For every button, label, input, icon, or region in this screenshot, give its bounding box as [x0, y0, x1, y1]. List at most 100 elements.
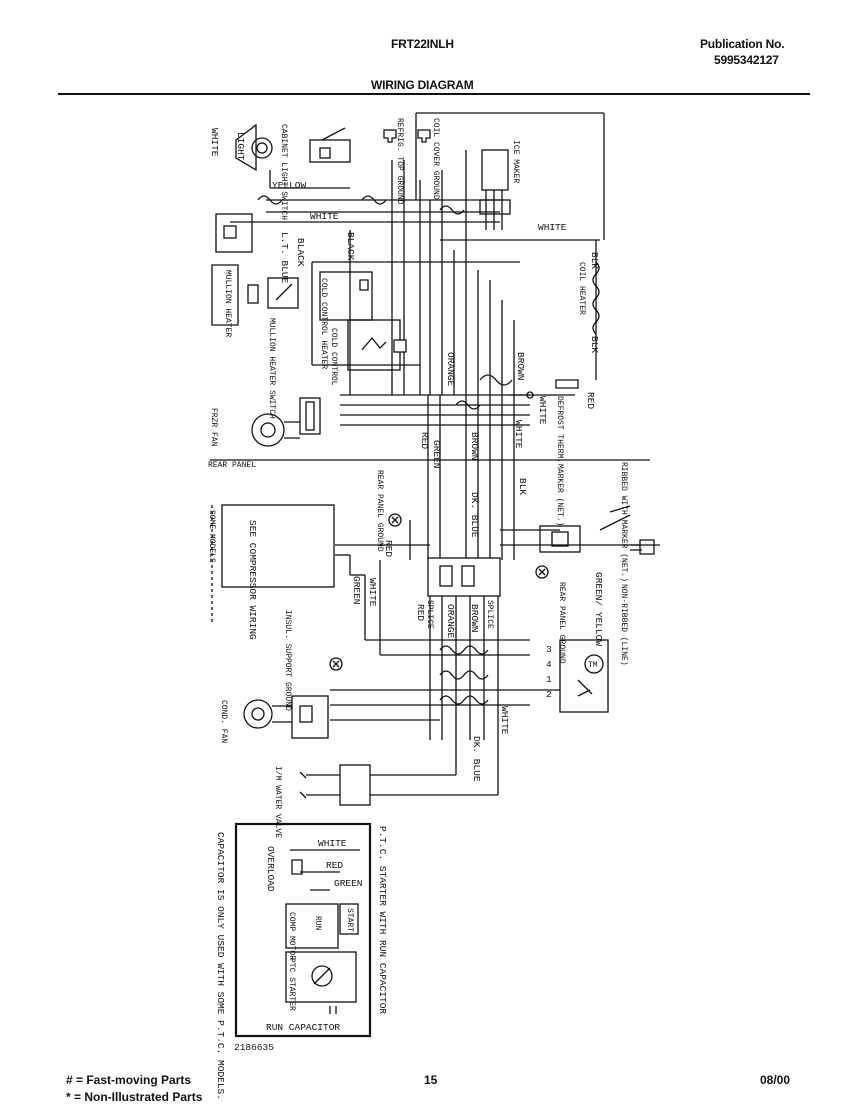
water-valve: I/M WATER VALVE — [273, 764, 371, 838]
coil-heater: BLK COIL HEATER BLK — [577, 252, 600, 353]
wire-label-orange-block: ORANGE — [445, 604, 456, 639]
light-label: LIGHT — [235, 132, 246, 161]
wire-label-blk-top: BLK — [589, 252, 600, 269]
mullion-heater-switch: MULLION HEATER SWITCH L.T. BLUE BLACK BL… — [247, 232, 356, 419]
mullion-heater-switch-label: MULLION HEATER SWITCH — [267, 318, 276, 419]
rear-panel-ground-top: REAR PANEL GROUND — [375, 470, 402, 552]
page-title: WIRING DIAGRAM — [371, 78, 474, 92]
wire-label-white-defrost: WHITE — [537, 396, 548, 425]
non-ribbed-label: NON-RIBBED (LINE) — [619, 584, 628, 666]
cabinet-light-switch: CABINET LIGHT SWITCH — [279, 124, 351, 220]
terminal-block: SPLICE SPLICE RED ORANGE BROWN — [415, 557, 501, 639]
ptc-starter-label: PTC STARTER — [287, 958, 296, 1011]
publication-number: 5995342127 — [714, 53, 779, 67]
condenser-fan: COND. FAN — [219, 695, 329, 743]
refrig-top-ground: REFRIG. TOP GROUND — [383, 118, 404, 205]
wire-label-brown-mid: BROWN — [469, 432, 480, 461]
coil-cover-ground-label: COIL COVER GROUND — [431, 118, 440, 200]
ptc-box-note: CAPACITOR IS ONLY USED WITH SOME P.T.C. … — [215, 832, 226, 1100]
marker-net-label: MARKER (NET.) — [555, 464, 564, 526]
legend-fast-moving: # = Fast-moving Parts — [66, 1073, 192, 1087]
wire-label-red-defrost: RED — [585, 392, 596, 409]
light-fixture: WHITE LIGHT — [209, 123, 273, 172]
wire-label-red-block: RED — [415, 604, 426, 621]
mullion-heater: MULLION HEATER — [211, 213, 253, 337]
wire-label-yellow: YELLOW — [272, 180, 307, 191]
freezer-fan: FRZR FAN — [209, 397, 321, 447]
wire-label-white-lower: WHITE — [499, 706, 510, 735]
model-number: FRT22INLH — [391, 37, 454, 51]
cond-fan-label: COND. FAN — [219, 700, 228, 743]
publication-label: Publication No. — [700, 37, 785, 51]
rear-panel-ground-right: REAR PANEL GROUND — [535, 565, 566, 664]
wire-label-lt-blue: L.T. BLUE — [279, 232, 290, 284]
cold-control: COLD CONTROL HEATER COLD CONTROL — [319, 271, 407, 386]
page-number: 15 — [424, 1073, 438, 1087]
wire-label-brown-top: BROWN — [515, 352, 526, 381]
terminal-1: 1 — [546, 674, 552, 685]
wire-label-brown-block: BROWN — [469, 604, 480, 633]
terminal-4: 4 — [546, 659, 552, 670]
defrost-therm-label: DEFROST THERM. — [555, 396, 564, 463]
overload-label: OVERLOAD — [265, 846, 276, 892]
wire-label-dk-blue-mid: DK. BLUE — [469, 492, 480, 538]
cold-control-heater-label: COLD CONTROL HEATER — [319, 278, 328, 369]
ice-maker-label: ICE MAKER — [511, 140, 520, 183]
harness-clips — [257, 195, 513, 705]
coil-heater-label: COIL HEATER — [577, 262, 586, 315]
tm-label: TM — [588, 661, 598, 670]
power-cord-connector: MARKER (NET.) RIBBED WITH MARKER (NET.) … — [539, 462, 655, 666]
rear-panel-ground-label-top: REAR PANEL GROUND — [375, 470, 384, 552]
splice-label-left: SPLICE — [425, 600, 434, 629]
ptc-box-title: P.T.C. STARTER WITH RUN CAPACITOR — [377, 826, 388, 1014]
ptc-white-label: WHITE — [318, 838, 347, 849]
cold-control-label: COLD CONTROL — [329, 328, 338, 386]
insul-support-ground: INSUL. SUPPORT GROUND — [283, 610, 343, 711]
revision-date: 08/00 — [760, 1073, 791, 1087]
compressor-wiring-box: SEE COMPRESSOR WIRING SOME MODELS — [207, 504, 335, 640]
wire-label-black: BLACK — [295, 238, 306, 267]
run-label: RUN — [313, 916, 322, 931]
wire-label-dk-blue-lower: DK. BLUE — [471, 736, 482, 782]
insul-support-ground-label: INSUL. SUPPORT GROUND — [283, 610, 292, 711]
run-capacitor-label: RUN CAPACITOR — [266, 1022, 340, 1033]
defrost-timer: TM 3 4 1 2 — [546, 639, 609, 713]
wire-label-white-mid: WHITE — [513, 420, 524, 449]
wire-label-white-right: WHITE — [538, 222, 567, 233]
terminal-2: 2 — [546, 689, 552, 700]
ice-maker-connector: ICE MAKER — [479, 140, 520, 230]
wire-label-blk-bottom: BLK — [589, 336, 600, 353]
wire-label-white-top: WHITE — [310, 211, 339, 222]
ptc-starter-box: P.T.C. STARTER WITH RUN CAPACITOR CAPACI… — [215, 822, 388, 1100]
refrig-top-ground-label: REFRIG. TOP GROUND — [395, 118, 404, 205]
wire-label-red-mid: RED — [419, 432, 430, 449]
ptc-red-label: RED — [326, 860, 343, 871]
wire-label-green-yellow: GREEN/ YELLOW — [593, 572, 604, 646]
see-compressor-wiring-label: SEE COMPRESSOR WIRING — [247, 520, 258, 640]
wire-label-green-mid: GREEN — [431, 440, 442, 469]
cabinet-light-switch-label: CABINET LIGHT SWITCH — [279, 124, 288, 220]
rear-panel-ground-label-right: REAR PANEL GROUND — [557, 582, 566, 664]
terminal-3: 3 — [546, 644, 552, 655]
comp-motor-label: COMP MOTOR — [287, 912, 296, 960]
wire-label-white-comp: WHITE — [367, 578, 378, 607]
part-number: 2186635 — [234, 1042, 274, 1053]
water-valve-label: I/M WATER VALVE — [273, 766, 282, 838]
coil-cover-ground: COIL COVER GROUND — [417, 118, 440, 200]
mullion-heater-label: MULLION HEATER — [223, 270, 232, 337]
wire-label-orange-top: ORANGE — [445, 352, 456, 387]
defrost-therm: BROWN WHITE DEFROST THERM. RED — [515, 352, 596, 463]
header-divider — [58, 93, 810, 95]
wire-label-green-comp: GREEN — [351, 576, 362, 605]
wire-label-red-comp: RED — [383, 540, 394, 557]
legend-non-illustrated: * = Non-Illustrated Parts — [66, 1090, 203, 1104]
wire-label-white-light: WHITE — [209, 128, 220, 157]
wire-label-blk-mid: BLK — [517, 478, 528, 495]
rear-panel-label: REAR PANEL — [208, 461, 256, 470]
wire-harness — [210, 112, 660, 796]
some-models-label: SOME MODELS — [207, 510, 216, 563]
ribbed-marker-label: RIBBED WITH MARKER (NET.) — [619, 462, 628, 582]
ptc-green-label: GREEN — [334, 878, 363, 889]
frzr-fan-label: FRZR FAN — [209, 408, 218, 447]
